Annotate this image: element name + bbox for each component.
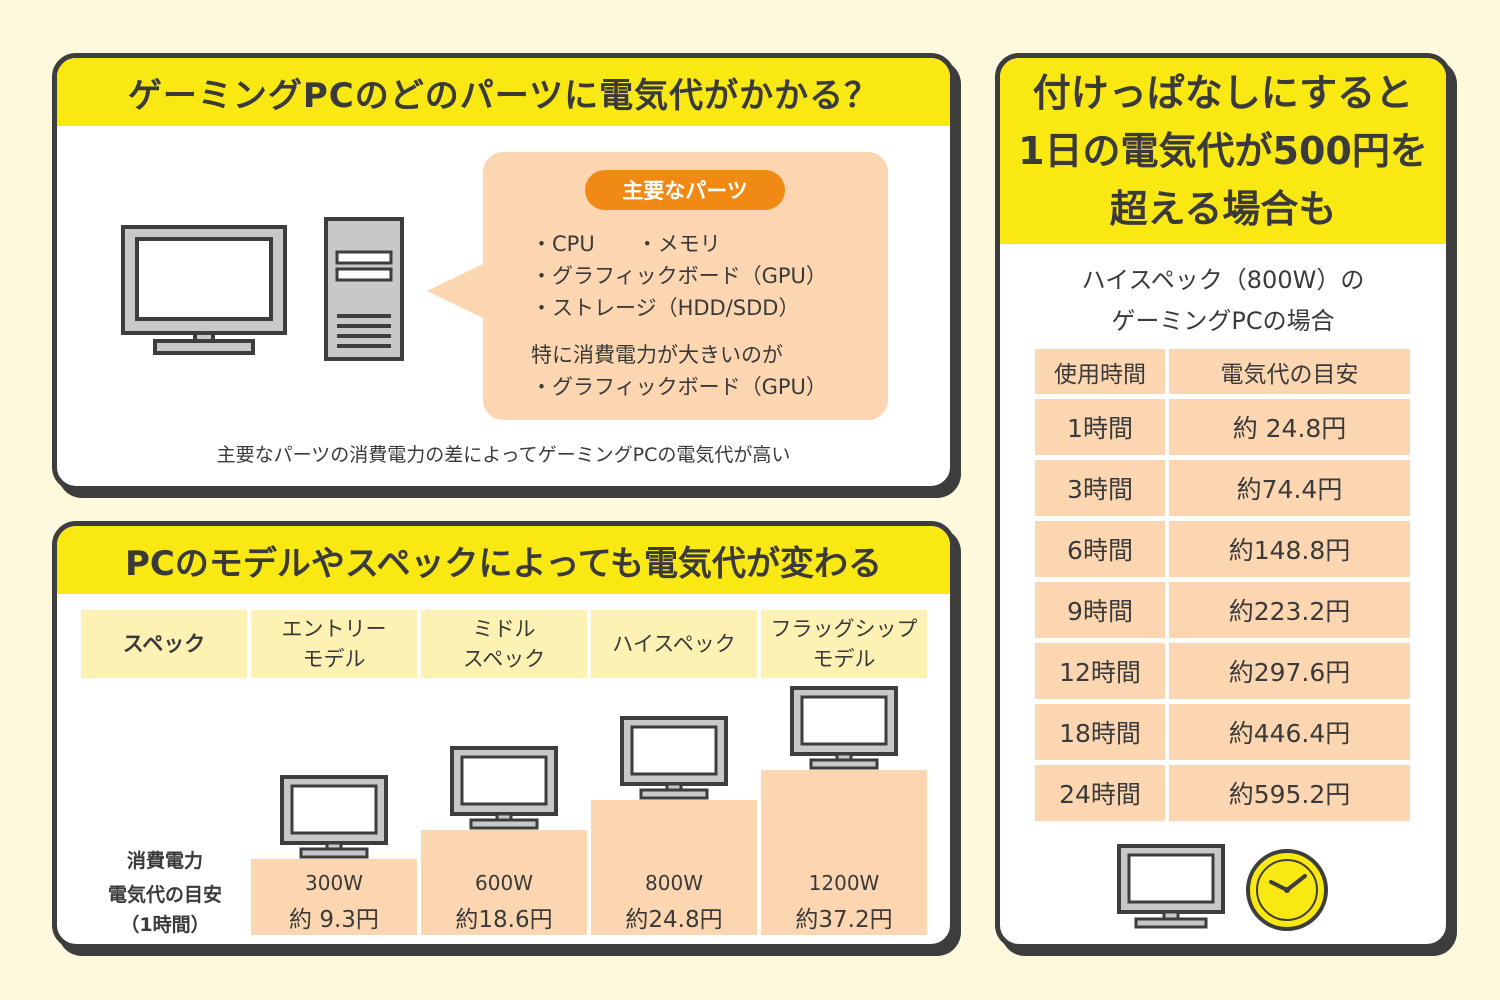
monitor-icon (280, 775, 388, 859)
monitor-icon (121, 225, 287, 355)
clock-icon (1246, 849, 1328, 931)
parts-panel: ゲーミングPCのどのパーツに電気代がかかる？ 主要なパーツ ・CPU ・メモリ … (52, 53, 955, 491)
monitor-icon (620, 716, 728, 800)
subtitle-line: ハイスペック（800W）の (1081, 266, 1365, 294)
model-header-flagship: フラッグシップモデル (761, 610, 927, 678)
parts-bubble: 主要なパーツ ・CPU ・メモリ ・グラフィックボード（GPU） ・ストレージ（… (483, 152, 888, 420)
bubble-note-line: ・グラフィックボード（GPU） (531, 375, 827, 399)
title-line: 1日の電気代が500円を (1018, 129, 1428, 173)
spec-panel-title: PCのモデルやスペックによっても電気代が変わる (57, 526, 950, 594)
model-power: 300W (305, 871, 363, 895)
model-name-line: スペック (462, 647, 546, 671)
table-cell-cost: 約223.2円 (1169, 582, 1410, 638)
title-line: 超える場合も (1109, 187, 1337, 231)
table-cell-cost: 約297.6円 (1169, 643, 1410, 699)
step-high (591, 800, 757, 935)
bubble-note-line: 特に消費電力が大きいのが (531, 343, 783, 367)
parts-caption: 主要なパーツの消費電力の差によってゲーミングPCの電気代が高い (216, 444, 791, 466)
bubble-line: ・CPU ・メモリ (531, 232, 721, 256)
table-cell-cost: 約148.8円 (1169, 521, 1410, 577)
table-cell-hours: 1時間 (1035, 399, 1165, 455)
table-cell-cost: 約446.4円 (1169, 704, 1410, 760)
bubble-title-pill: 主要なパーツ (585, 170, 785, 210)
model-cost: 約37.2円 (795, 907, 893, 933)
model-name-line: モデル (812, 647, 876, 671)
monitor-icon (1117, 844, 1225, 929)
table-cell-hours: 9時間 (1035, 582, 1165, 638)
table-cell-hours: 6時間 (1035, 521, 1165, 577)
step-flagship (761, 770, 927, 935)
step-entry (251, 859, 417, 935)
cost-row-unit: （1時間） (120, 914, 210, 936)
model-header-middle: ミドルスペック (421, 610, 587, 678)
model-power: 800W (645, 871, 703, 895)
table-cell-hours: 3時間 (1035, 460, 1165, 516)
table-cell-cost: 約595.2円 (1169, 765, 1410, 821)
step-middle (421, 830, 587, 935)
model-name-line: ミドル (472, 617, 536, 641)
model-cost: 約 9.3円 (289, 907, 379, 933)
table-cell-cost: 約74.4円 (1169, 460, 1410, 516)
parts-panel-title: ゲーミングPCのどのパーツに電気代がかかる？ (57, 58, 950, 126)
model-power: 600W (475, 871, 533, 895)
daily-cost-panel: 付けっぱなしにすると 1日の電気代が500円を 超える場合も ハイスペック（80… (995, 53, 1451, 949)
title-line: 付けっぱなしにすると (1032, 71, 1414, 115)
spec-panel: PCのモデルやスペックによっても電気代が変わる スペック エントリーモデル ミド… (52, 521, 955, 949)
table-header-hours: 使用時間 (1035, 349, 1165, 394)
model-cost: 約24.8円 (625, 907, 723, 933)
table-cell-cost: 約 24.8円 (1169, 399, 1410, 455)
model-cost: 約18.6円 (455, 907, 553, 933)
model-header-high: ハイスペック (591, 610, 757, 678)
model-name-line: フラッグシップ (770, 617, 918, 641)
table-header-cost: 電気代の目安 (1169, 349, 1410, 394)
bubble-tail (427, 263, 485, 319)
bubble-line: ・ストレージ（HDD/SDD） (531, 296, 800, 320)
bubble-line: ・グラフィックボード（GPU） (531, 264, 827, 288)
pc-tower-icon (324, 217, 404, 361)
model-power: 1200W (808, 871, 880, 895)
table-cell-hours: 24時間 (1035, 765, 1165, 821)
power-row-label: 消費電力 (126, 850, 203, 872)
model-name-line: モデル (302, 647, 366, 671)
table-cell-hours: 12時間 (1035, 643, 1165, 699)
model-name-line: ハイスペック (612, 632, 736, 656)
spec-header-label: スペック (81, 610, 247, 678)
model-header-entry: エントリーモデル (251, 610, 417, 678)
daily-panel-title: 付けっぱなしにすると 1日の電気代が500円を 超える場合も (1000, 58, 1446, 244)
cost-row-label: 電気代の目安 (107, 884, 222, 906)
monitor-icon (450, 746, 558, 830)
monitor-icon (790, 686, 898, 770)
table-cell-hours: 18時間 (1035, 704, 1165, 760)
model-name-line: エントリー (281, 617, 387, 641)
subtitle-line: ゲーミングPCの場合 (1111, 307, 1335, 335)
